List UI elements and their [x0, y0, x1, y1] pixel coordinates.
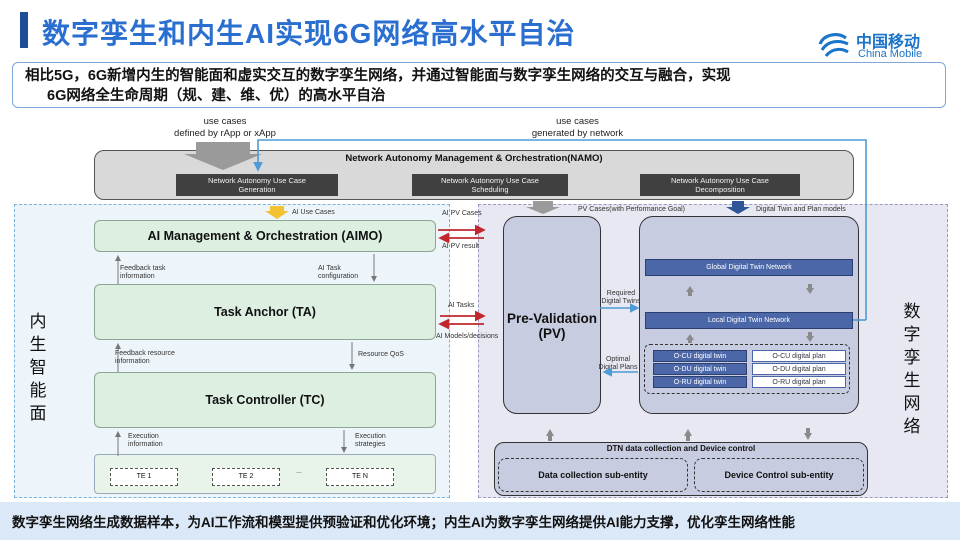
namo-box-1-line-1: Network Autonomy Use Case	[208, 176, 306, 185]
logo-text-cn: 中国移动	[856, 34, 921, 51]
o-cu-digital-plan: O-CU digital plan	[752, 350, 846, 362]
feedback-task-line-2: information	[120, 273, 155, 280]
pv-cases-label: PV Cases(with Performance Goal)	[578, 206, 685, 213]
right-label-char-5: 网	[903, 394, 921, 413]
left-label-char-2: 生	[29, 335, 47, 354]
task-executor-ellipsis: ...	[296, 468, 302, 475]
task-executor-2: TE 2	[212, 468, 280, 486]
resource-qos-label: Resource QoS	[358, 351, 404, 358]
title-accent-bar	[20, 12, 28, 48]
use-cases-rapp-label: use cases defined by rApp or xApp	[160, 116, 290, 140]
o-ru-digital-twin: O-RU digital twin	[653, 376, 747, 388]
namo-box-2-line-1: Network Autonomy Use Case	[441, 176, 539, 185]
endogenous-ai-plane-label: 内 生 智 能 面	[28, 310, 48, 425]
execution-strategies-line-2: strategies	[355, 441, 386, 448]
network-use-case-line	[253, 139, 867, 320]
left-label-char-4: 能	[29, 381, 47, 400]
ai-pv-result-label: AI PV result	[442, 243, 479, 250]
namo-box-2-line-2: Scheduling	[471, 185, 509, 194]
required-twins-label: Required Digital Twins	[600, 290, 642, 306]
namo-box-3-line-1: Network Autonomy Use Case	[671, 176, 769, 185]
global-digital-twin-bar: Global Digital Twin Network	[645, 259, 853, 276]
right-label-char-4: 生	[903, 371, 921, 390]
namo-use-case-decomposition: Network Autonomy Use Case Decomposition	[640, 174, 800, 196]
left-label-char-1: 内	[29, 312, 47, 331]
use-cases-network-label: use cases generated by network	[510, 116, 645, 140]
namo-box-1-line-2: Generation	[238, 185, 276, 194]
feedback-resource-line-2: information	[115, 358, 150, 365]
execution-info-line-2: information	[128, 441, 163, 448]
feedback-task-line-1: Feedback task	[120, 265, 166, 272]
o-ru-digital-plan: O-RU digital plan	[752, 376, 846, 388]
left-label-char-3: 智	[29, 358, 47, 377]
execution-information-label: Execution information	[128, 433, 163, 449]
optimal-plans-label: Optimal Digital Plans	[597, 356, 639, 372]
execution-info-line-1: Execution	[128, 433, 159, 440]
right-label-char-2: 字	[903, 325, 921, 344]
aimo-box: AI Management & Orchestration (AIMO)	[94, 220, 436, 252]
execution-strategies-line-1: Execution	[355, 433, 386, 440]
pre-validation-box: Pre-Validation (PV)	[503, 216, 601, 414]
execution-strategies-label: Execution strategies	[355, 433, 386, 449]
right-label-char-3: 孪	[903, 348, 921, 367]
ai-pv-cases-label: AI PV Cases	[442, 210, 482, 217]
twin-plan-area	[644, 344, 850, 394]
intro-text-box: 相比5G，6G新增内生的智能面和虚实交互的数字孪生网络，并通过智能面与数字孪生网…	[12, 62, 946, 108]
namo-use-case-scheduling: Network Autonomy Use Case Scheduling	[412, 174, 568, 196]
feedback-task-label: Feedback task information	[120, 265, 166, 281]
ai-task-config-label: AI Task configuration	[318, 265, 358, 281]
namo-title: Network Autonomy Management & Orchestrat…	[345, 153, 603, 164]
ai-task-config-line-1: AI Task	[318, 265, 341, 272]
required-twins-line-1: Required	[606, 290, 636, 297]
use-cases-net-line-2: generated by network	[531, 128, 624, 139]
feedback-resource-line-1: Feedback resource	[115, 350, 175, 357]
page-title: 数字孪生和内生AI实现6G网络高水平自治	[42, 18, 576, 49]
logo-text-en: China Mobile	[858, 48, 923, 60]
optimal-plans-line-1: Optimal	[605, 356, 631, 363]
china-mobile-logo-icon	[818, 33, 849, 57]
summary-footer: 数字孪生网络生成数据样本，为AI工作流和模型提供预验证和优化环境；内生AI为数字…	[0, 502, 960, 540]
namo-use-case-generation: Network Autonomy Use Case Generation	[176, 174, 338, 196]
use-cases-rapp-line-2: defined by rApp or xApp	[174, 128, 276, 139]
ai-tasks-label: AI Tasks	[448, 302, 475, 309]
ai-use-cases-label: AI Use Cases	[292, 209, 335, 216]
o-cu-digital-twin: O-CU digital twin	[653, 350, 747, 362]
task-anchor-box: Task Anchor (TA)	[94, 284, 436, 340]
right-label-char-6: 络	[903, 417, 921, 436]
digital-twin-network-label: 数 字 孪 生 网 络	[902, 300, 922, 438]
right-label-char-1: 数	[903, 302, 921, 321]
task-executor-1: TE 1	[110, 468, 178, 486]
local-digital-twin-bar: Local Digital Twin Network	[645, 312, 853, 329]
o-du-digital-twin: O-DU digital twin	[653, 363, 747, 375]
pv-title-line-2: (PV)	[538, 326, 566, 341]
ai-task-config-line-2: configuration	[318, 273, 359, 280]
left-label-char-5: 面	[29, 404, 47, 423]
ai-use-cases-arrow	[265, 206, 289, 219]
namo-box-3-line-2: Decomposition	[695, 185, 745, 194]
endogenous-ai-plane-panel	[14, 204, 450, 498]
use-cases-rapp-line-1: use cases	[203, 116, 247, 127]
pv-title-line-1: Pre-Validation	[506, 311, 598, 326]
pv-cases-arrow	[526, 201, 560, 214]
dtn-title: DTN data collection and Device control	[606, 444, 756, 453]
task-executor-n: TE N	[326, 468, 394, 486]
task-controller-box: Task Controller (TC)	[94, 372, 436, 428]
optimal-plans-line-2: Digital Plans	[598, 364, 638, 371]
use-cases-net-line-1: use cases	[556, 116, 599, 127]
data-collection-sub-entity: Data collection sub-entity	[498, 458, 688, 492]
required-twins-line-2: Digital Twins	[601, 298, 641, 305]
dt-plan-models-label: Digital Twin and Plan models	[756, 206, 846, 213]
o-du-digital-plan: O-DU digital plan	[752, 363, 846, 375]
ai-models-decisions-label: AI Models/decisions	[436, 333, 499, 340]
intro-line-2: 6G网络全生命周期（规、建、维、优）的高水平自治	[47, 88, 386, 104]
feedback-resource-label: Feedback resource information	[115, 350, 175, 366]
intro-line-1: 相比5G，6G新增内生的智能面和虚实交互的数字孪生网络，并通过智能面与数字孪生网…	[25, 68, 731, 84]
rapp-use-case-arrow	[184, 142, 262, 170]
dt-plan-models-arrow	[726, 201, 750, 214]
device-control-sub-entity: Device Control sub-entity	[694, 458, 864, 492]
